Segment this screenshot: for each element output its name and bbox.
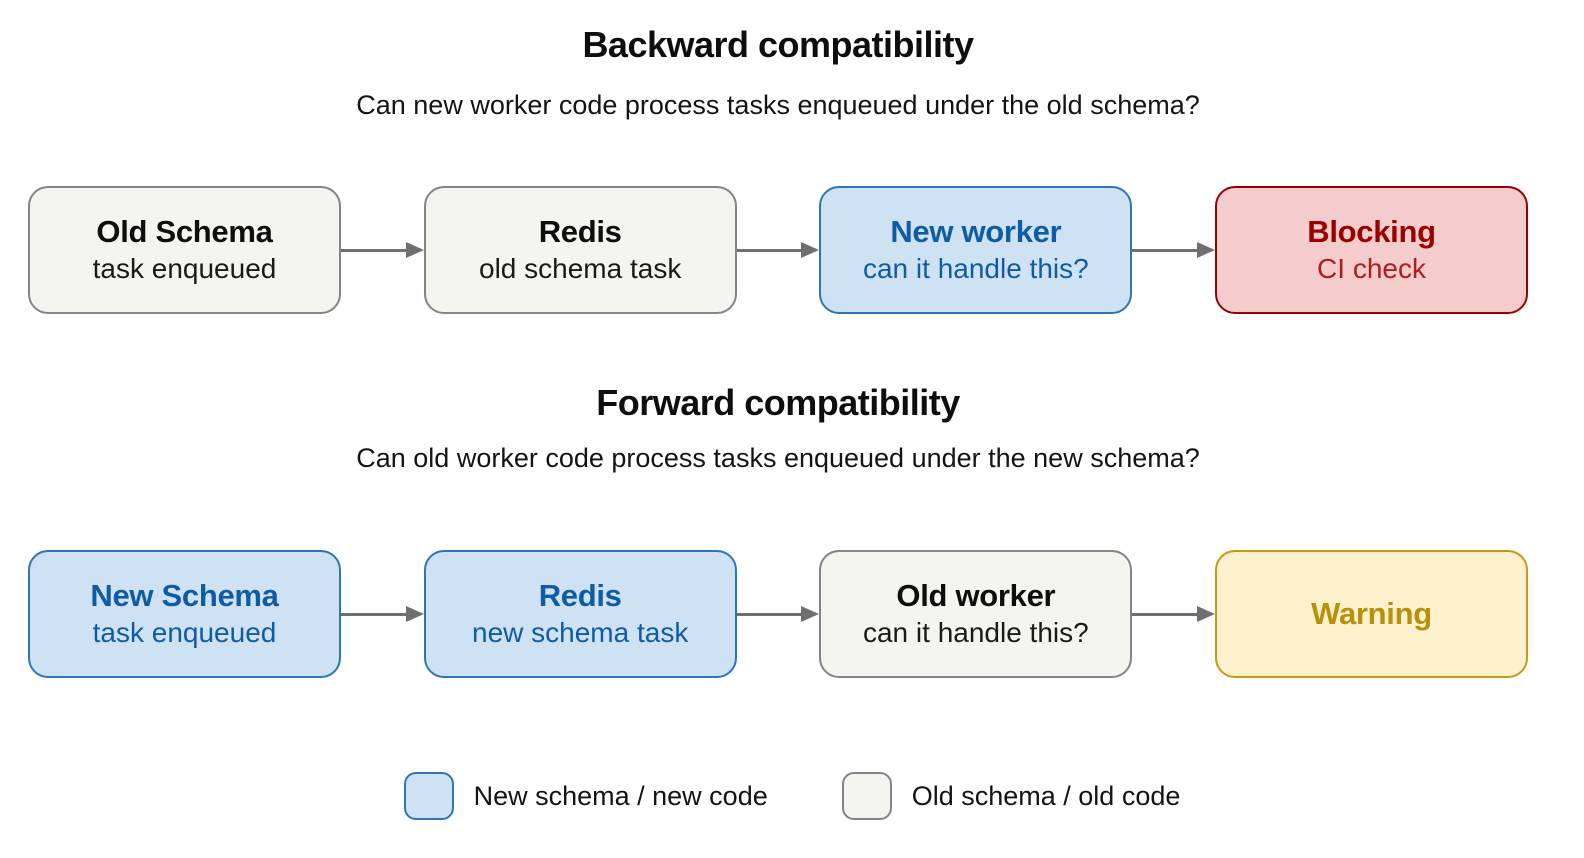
arrow-right-icon	[1197, 606, 1216, 622]
arrow-line	[736, 248, 802, 252]
arrow-line	[341, 248, 406, 252]
arrow-right-icon	[1197, 242, 1216, 258]
node-old-worker: Old worker can it handle this?	[819, 550, 1133, 678]
forward-section-title: Forward compatibility	[596, 382, 960, 423]
node-title: Blocking	[1307, 214, 1436, 249]
node-subtitle: can it handle this?	[862, 617, 1089, 648]
node-new-schema: New Schema task enqueued	[28, 550, 341, 678]
node-subtitle: task enqueued	[92, 617, 277, 648]
flow-arrow	[1132, 242, 1216, 258]
node-title: Redis	[538, 578, 622, 613]
arrow-right-icon	[405, 242, 424, 258]
node-title: New Schema	[90, 578, 279, 613]
arrow-line	[341, 612, 406, 616]
flow-arrow	[736, 242, 820, 258]
node-title: Old worker	[896, 578, 1056, 613]
node-redis-old: Redis old schema task	[423, 186, 737, 314]
node-title: New worker	[890, 214, 1062, 249]
node-new-worker: New worker can it handle this?	[819, 186, 1133, 314]
arrow-right-icon	[801, 606, 820, 622]
node-title: Redis	[538, 214, 622, 249]
node-blocking: Blocking CI check	[1215, 186, 1529, 314]
backward-section-subtitle: Can new worker code process tasks enqueu…	[356, 90, 1200, 120]
legend-item-old: Old schema / old code	[841, 772, 1181, 820]
backward-flow-row: Old Schema task enqueued Redis old schem…	[28, 186, 1529, 314]
node-old-schema: Old Schema task enqueued	[28, 186, 341, 314]
flow-arrow	[1132, 606, 1216, 622]
node-warning: Warning	[1215, 550, 1529, 678]
node-subtitle: old schema task	[479, 253, 682, 284]
legend-label-old: Old schema / old code	[911, 780, 1181, 811]
node-title: Warning	[1311, 596, 1432, 631]
flow-arrow	[736, 606, 820, 622]
node-subtitle: new schema task	[472, 617, 689, 648]
node-subtitle: can it handle this?	[862, 253, 1089, 284]
arrow-right-icon	[801, 242, 820, 258]
legend: New schema / new code Old schema / old c…	[0, 772, 1584, 820]
legend-swatch-new-icon	[403, 772, 454, 820]
arrow-line	[736, 612, 802, 616]
legend-swatch-old-icon	[841, 772, 892, 820]
backward-section-title: Backward compatibility	[582, 24, 974, 65]
arrow-line	[1132, 612, 1198, 616]
legend-item-new: New schema / new code	[403, 772, 768, 820]
arrow-right-icon	[405, 606, 424, 622]
forward-flow-row: New Schema task enqueued Redis new schem…	[28, 550, 1529, 678]
flow-arrow	[341, 606, 424, 622]
legend-label-new: New schema / new code	[473, 780, 768, 811]
arrow-line	[1132, 248, 1198, 252]
forward-section-subtitle: Can old worker code process tasks enqueu…	[356, 443, 1200, 473]
flow-arrow	[341, 242, 424, 258]
node-title: Old Schema	[96, 214, 273, 249]
node-redis-new: Redis new schema task	[423, 550, 737, 678]
node-subtitle: CI check	[1317, 253, 1426, 284]
node-subtitle: task enqueued	[92, 253, 277, 284]
